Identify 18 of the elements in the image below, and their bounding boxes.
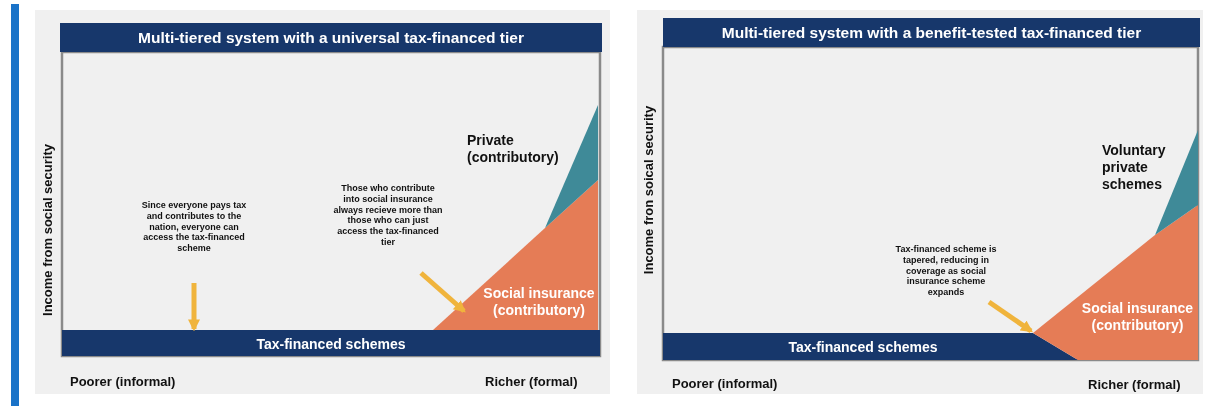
axis-end-label: Richer (formal) bbox=[485, 374, 578, 389]
tier-area: Private (contributory) bbox=[467, 105, 598, 228]
annotation-text: Since everyone pays tax and contributes to the nation, everyone can access the tax-financed scheme bbox=[140, 200, 248, 274]
axis-end-label: Poorer (informal) bbox=[70, 374, 176, 389]
axis-label: Income fron soical security bbox=[640, 105, 656, 275]
tier-band: Tax-financed schemes bbox=[62, 330, 600, 356]
annotation-text: Tax-financed scheme is tapered, reducing in coverage as social insurance scheme expands bbox=[889, 244, 1003, 312]
annotation-text: Those who contribute into social insurance always recieve more than those who can just access the tax-financed tier bbox=[333, 183, 443, 273]
arrow bbox=[188, 283, 200, 332]
arrow bbox=[419, 271, 466, 313]
axis-end-label: Richer (formal) bbox=[1088, 377, 1181, 392]
axis-end-label: Poorer (informal) bbox=[672, 376, 778, 391]
title-bar: Multi-tiered system with a benefit-tested tax-financed tier bbox=[663, 18, 1200, 47]
axis-label: Income from social security bbox=[39, 144, 55, 316]
tier-area: Social insurance (contributory) bbox=[1033, 205, 1198, 360]
tier-band: Tax-financed schemes bbox=[663, 333, 1078, 360]
arrow bbox=[987, 299, 1033, 334]
title-bar: Multi-tiered system with a universal tax-financed tier bbox=[60, 23, 602, 52]
